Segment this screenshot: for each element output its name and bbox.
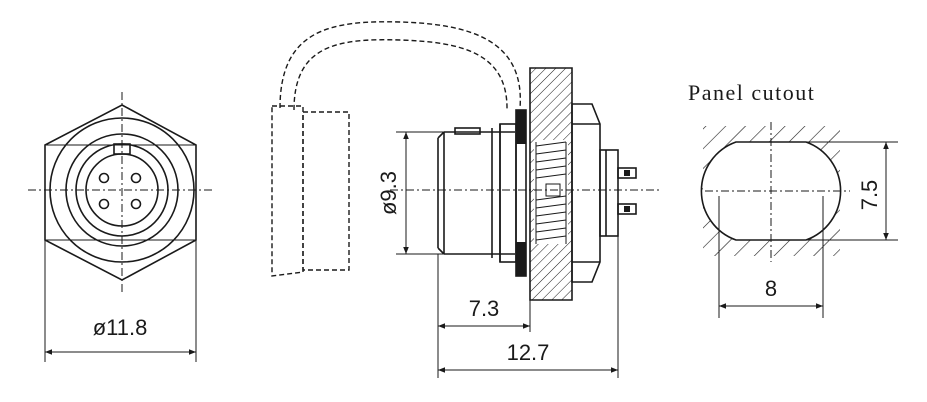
pin-3 (98, 198, 110, 210)
dust-cap-body (302, 111, 350, 271)
tether-cable-inner (293, 39, 508, 111)
cutout-height-label: 7.5 (857, 180, 882, 211)
hex-nut-outline (44, 104, 197, 281)
pin-4 (130, 198, 142, 210)
tether-cable-outer (279, 21, 521, 109)
body-front-edge (437, 131, 445, 255)
rear-nut (571, 103, 601, 283)
thread-clear (534, 140, 568, 244)
overall-length-label: 12.7 (507, 340, 550, 365)
side-view: ø9.3 7.3 12.7 (271, 21, 660, 378)
panel-cutout-view: Panel cutout 8 7.5 (688, 80, 898, 318)
front-view: ø11.8 (28, 92, 215, 362)
oring-top (516, 110, 526, 144)
dust-cap-side (271, 105, 304, 277)
pin-2 (130, 172, 142, 184)
flange-ring (499, 123, 517, 263)
thread-teeth (535, 141, 567, 244)
solder-cup-bottom (624, 206, 630, 212)
solder-pin-bottom (617, 203, 637, 215)
panel-outline (529, 67, 573, 301)
body-length-label: 7.3 (469, 296, 500, 321)
panel-hatch (701, 126, 841, 256)
body-diameter-label: ø9.3 (376, 171, 401, 215)
key-bump (454, 127, 481, 135)
panel-cutout-title: Panel cutout (688, 80, 815, 105)
cutout-width-label: 8 (765, 276, 777, 301)
front-diameter-label: ø11.8 (93, 315, 148, 340)
oring-outline (515, 109, 527, 277)
oring-bottom (516, 242, 526, 276)
rear-body (599, 149, 619, 237)
solder-pin-top (617, 167, 637, 179)
solder-cup-top (624, 170, 630, 176)
pin-1 (98, 172, 110, 184)
